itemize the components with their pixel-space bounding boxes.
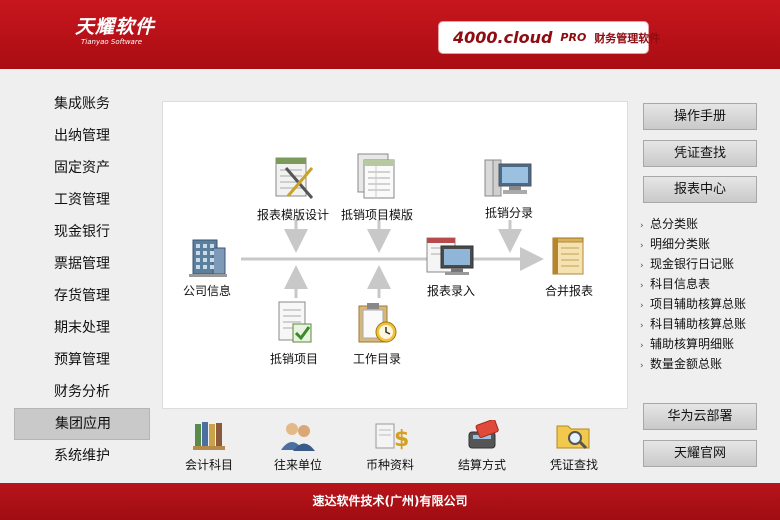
bullet-icon: › xyxy=(640,281,644,291)
report-item-label: 数量金额总账 xyxy=(650,357,723,371)
menu-item-group-application[interactable]: 集团应用 xyxy=(14,408,150,440)
menu-item-payroll[interactable]: 工资管理 xyxy=(54,192,110,208)
bullet-icon: › xyxy=(640,341,644,351)
bullet-icon: › xyxy=(640,241,644,251)
report-center-button[interactable]: 报表中心 xyxy=(643,176,757,203)
brand-logo: 天耀软件 Tianyao Software xyxy=(75,16,155,47)
report-item-cash-bank-journal[interactable]: › 现金银行日记账 xyxy=(640,254,746,274)
left-nav-menu: 集成账务 出纳管理 固定资产 工资管理 现金银行 票据管理 存货管理 期末处理 … xyxy=(14,88,150,472)
flow-report-template-design-label: 报表模版设计 xyxy=(257,208,330,222)
report-item-quantity-amount-ledger[interactable]: › 数量金额总账 xyxy=(640,354,746,374)
menu-item-cashier[interactable]: 出纳管理 xyxy=(54,128,110,144)
flow-offset-items-label: 抵销项目 xyxy=(270,352,319,366)
bullet-icon: › xyxy=(640,261,644,271)
flow-offset-item-template-label: 抵销项目模版 xyxy=(341,208,414,222)
toolbar-voucher-search-label: 凭证查找 xyxy=(549,458,598,472)
operation-manual-button[interactable]: 操作手册 xyxy=(643,103,757,130)
flow-offset-item-template[interactable]: 抵销项目模版 xyxy=(341,152,413,223)
people-icon xyxy=(281,423,315,451)
currency-icon: $ xyxy=(375,423,408,452)
menu-item-financial-analysis[interactable]: 财务分析 xyxy=(54,384,110,400)
product-version: 4000.cloud xyxy=(453,28,553,47)
footer-company-text: 速达软件技术(广州)有限公司 xyxy=(312,494,468,508)
report-item-aux-detail-ledger[interactable]: › 辅助核算明细账 xyxy=(640,334,746,354)
ledger-books-icon xyxy=(193,422,225,450)
report-item-label: 现金银行日记账 xyxy=(650,257,735,271)
flow-offset-entry[interactable]: 抵销分录 xyxy=(483,156,535,221)
product-badge: 4000.cloud PRO 财务管理软件 xyxy=(438,21,660,54)
toolbar-accounting-subjects[interactable]: 会计科目 xyxy=(164,420,254,473)
flow-work-catalog[interactable]: 工作目录 xyxy=(353,300,401,367)
card-reader-icon xyxy=(468,420,499,449)
footer-bar: 速达软件技术(广州)有限公司 xyxy=(0,483,780,520)
menu-item-cash-bank[interactable]: 现金银行 xyxy=(54,224,110,240)
menu-item-budget[interactable]: 预算管理 xyxy=(54,352,110,368)
menu-item-bills[interactable]: 票据管理 xyxy=(54,256,110,272)
report-item-general-ledger[interactable]: › 总分类账 xyxy=(640,214,746,234)
bullet-icon: › xyxy=(640,221,644,231)
toolbar-settlement-method[interactable]: 结算方式 xyxy=(437,420,527,473)
logo-en-text: Tianyao Software xyxy=(81,38,143,46)
toolbar-currency-data[interactable]: $ 币种资料 xyxy=(345,420,435,473)
menu-item-integrated-accounting[interactable]: 集成账务 xyxy=(54,96,110,112)
toolbar-accounting-subjects-label: 会计科目 xyxy=(184,458,233,472)
flow-consolidated-report[interactable]: 合并报表 xyxy=(545,234,593,299)
template-design-icon xyxy=(275,157,314,199)
folder-search-icon xyxy=(556,425,590,450)
voucher-search-button[interactable]: 凭证查找 xyxy=(643,140,757,167)
flow-connector-lines xyxy=(241,220,544,298)
server-monitor-icon xyxy=(484,159,532,197)
report-item-subsidiary-ledger[interactable]: › 明细分类账 xyxy=(640,234,746,254)
menu-item-period-end[interactable]: 期末处理 xyxy=(54,320,110,336)
report-item-label: 辅助核算明细账 xyxy=(650,337,735,351)
flow-company-info[interactable]: 公司信息 xyxy=(183,234,231,299)
report-entry-icon xyxy=(426,237,474,275)
report-item-label: 项目辅助核算总账 xyxy=(650,297,747,311)
product-name: 财务管理软件 xyxy=(594,31,661,45)
flow-consolidated-report-label: 合并报表 xyxy=(545,284,594,298)
report-item-label: 科目辅助核算总账 xyxy=(650,317,747,331)
header-bar: 天耀软件 Tianyao Software 4000.cloud PRO 财务管… xyxy=(0,0,780,69)
flow-report-entry-label: 报表录入 xyxy=(426,284,475,298)
report-item-project-aux-ledger[interactable]: › 项目辅助核算总账 xyxy=(640,294,746,314)
report-item-label: 明细分类账 xyxy=(650,237,711,251)
bullet-icon: › xyxy=(640,321,644,331)
flow-report-template-design[interactable]: 报表模版设计 xyxy=(257,154,329,223)
building-icon xyxy=(189,239,227,277)
bullet-icon: › xyxy=(640,301,644,311)
flow-offset-entry-label: 抵销分录 xyxy=(484,206,533,220)
report-item-label: 总分类账 xyxy=(650,217,699,231)
toolbar-voucher-search[interactable]: 凭证查找 xyxy=(529,420,619,473)
svg-text:$: $ xyxy=(394,427,408,452)
report-item-label: 科目信息表 xyxy=(650,277,711,291)
flow-work-catalog-label: 工作目录 xyxy=(353,352,402,366)
bullet-icon: › xyxy=(640,361,644,371)
flow-offset-items[interactable]: 抵销项目 xyxy=(270,300,318,367)
checklist-icon xyxy=(278,301,312,343)
toolbar-settlement-method-label: 结算方式 xyxy=(457,458,506,472)
offset-template-icon xyxy=(357,153,395,199)
logo-cn-text: 天耀软件 xyxy=(75,16,156,38)
official-site-button[interactable]: 天耀官网 xyxy=(643,440,757,467)
menu-item-fixed-assets[interactable]: 固定资产 xyxy=(54,160,110,176)
clipboard-clock-icon xyxy=(358,303,397,343)
report-list: › 总分类账 › 明细分类账 › 现金银行日记账 › 科目信息表 › 项目辅助核算总账 ›… xyxy=(640,214,746,374)
toolbar-partner-units-label: 往来单位 xyxy=(273,458,322,472)
toolbar-partner-units[interactable]: 往来单位 xyxy=(253,420,343,473)
huawei-cloud-button[interactable]: 华为云部署 xyxy=(643,403,757,430)
flow-panel: 报表模版设计 抵销项目模版 抵销分录 xyxy=(162,101,628,409)
toolbar-currency-data-label: 币种资料 xyxy=(365,458,414,472)
report-item-account-aux-ledger[interactable]: › 科目辅助核算总账 xyxy=(640,314,746,334)
flow-company-info-label: 公司信息 xyxy=(183,284,232,298)
flow-report-entry[interactable]: 报表录入 xyxy=(425,236,477,299)
binder-report-icon xyxy=(552,237,584,275)
product-edition: PRO xyxy=(560,31,587,44)
menu-item-inventory[interactable]: 存货管理 xyxy=(54,288,110,304)
report-item-account-info[interactable]: › 科目信息表 xyxy=(640,274,746,294)
menu-item-system-maintenance[interactable]: 系统维护 xyxy=(54,448,110,464)
